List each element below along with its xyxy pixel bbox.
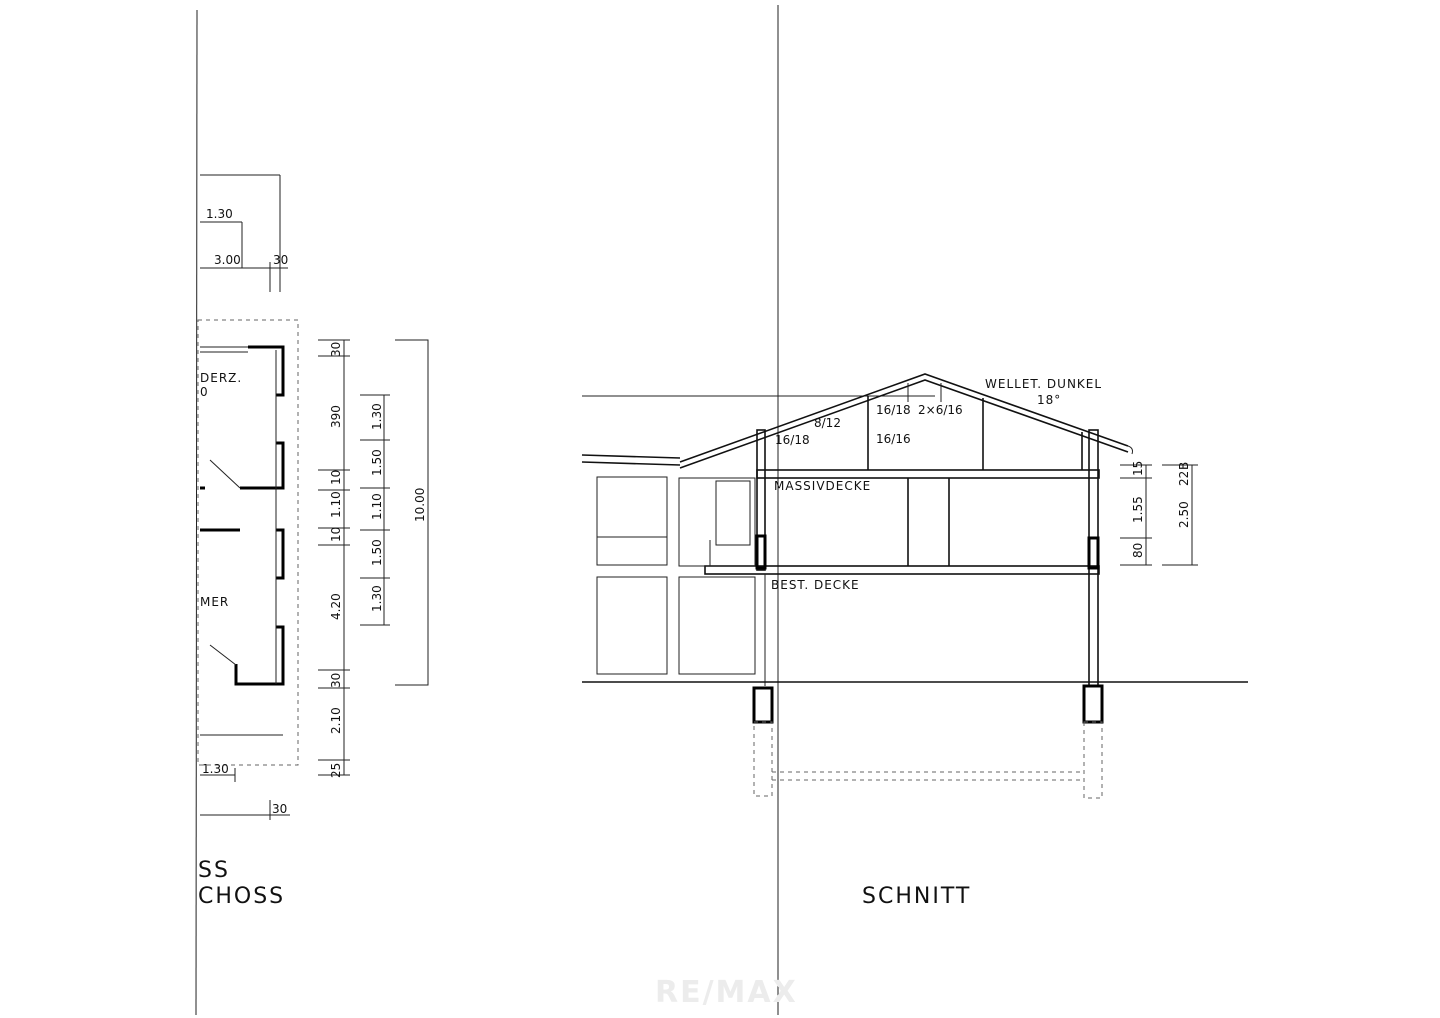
- section-dim-right-5: 22: [1177, 471, 1191, 486]
- plan-dim-v1-9: 25: [329, 763, 343, 778]
- plan-dim-top-2: 3.00: [214, 253, 241, 267]
- section-dim-right-3: 80: [1131, 543, 1145, 558]
- sheet-left-edge: [195, 9, 198, 1016]
- section-timber-5: 16/16: [876, 432, 911, 446]
- section-timber-2: 16/18: [876, 403, 911, 417]
- section-title: SCHNITT: [862, 884, 971, 909]
- plan-wall-upper: [248, 345, 285, 397]
- section-timber-3: 2×6/16: [918, 403, 963, 417]
- plan-dim-v2-2: 1.50: [370, 449, 384, 476]
- plan-title-line-2: CHOSS: [198, 884, 285, 909]
- plan-outline-dashed: [197, 319, 299, 766]
- plan-dim-v1-1: 30: [329, 342, 343, 357]
- plan-dim-v1-2: 390: [329, 405, 343, 428]
- section-timber-1: 8/12: [814, 416, 841, 430]
- plan-room-label-2: 0: [200, 385, 209, 399]
- plan-wall-lower: [234, 625, 285, 686]
- plan-dim-v1-4: 1.10: [329, 491, 343, 518]
- section-dim-right-1: 15: [1131, 461, 1145, 476]
- plan-dim-v2-3: 1.10: [370, 493, 384, 520]
- plan-dim-v2-1: 1.30: [370, 403, 384, 430]
- plan-dim-v1-3: 10: [329, 470, 343, 485]
- section-massive-slab: [756, 469, 1100, 479]
- section-timber-4: 16/18: [775, 433, 810, 447]
- plan-dim-top-1: 1.30: [206, 207, 233, 221]
- plan-title-line-1: SS: [198, 858, 230, 883]
- plan-room-label-3: MER: [200, 595, 229, 609]
- plan-dim-v1-5: 10: [329, 527, 343, 542]
- plan-dim-top-3: 30: [273, 253, 288, 267]
- section-existing-slab: [704, 565, 1100, 575]
- section-drawing: WELLET. DUNKEL 18° 8/12 16/18 2×6/16 16/…: [581, 373, 1248, 909]
- section-roof-angle: 18°: [1037, 393, 1061, 407]
- remax-watermark: RE/MAX: [655, 975, 798, 1010]
- section-roof-label: WELLET. DUNKEL: [985, 377, 1102, 391]
- plan-dim-v1-6: 4.20: [329, 593, 343, 620]
- plan-dim-v2-4: 1.50: [370, 539, 384, 566]
- plan-room-label-1: DERZ.: [200, 371, 242, 385]
- section-floor-label-1: MASSIVDECKE: [774, 479, 871, 493]
- plan-dim-total: 10.00: [413, 488, 427, 522]
- plan-dim-v1-8: 2.10: [329, 707, 343, 734]
- section-dim-right-6: B: [1177, 462, 1191, 470]
- plan-dim-v1-7: 30: [329, 673, 343, 688]
- section-dim-right-2: 1.55: [1131, 496, 1145, 523]
- section-dim-right-4: 2.50: [1177, 501, 1191, 528]
- floor-plan: 1.30 3.00 30 DERZ. 0 MER 30 390: [197, 174, 429, 909]
- section-floor-label-2: BEST. DECKE: [771, 578, 860, 592]
- plan-dim-v2-5: 1.30: [370, 585, 384, 612]
- section-roof: [679, 373, 1129, 463]
- plan-dim-bottom-1: 1.30: [202, 762, 229, 776]
- plan-dim-bottom-2: 30: [272, 802, 287, 816]
